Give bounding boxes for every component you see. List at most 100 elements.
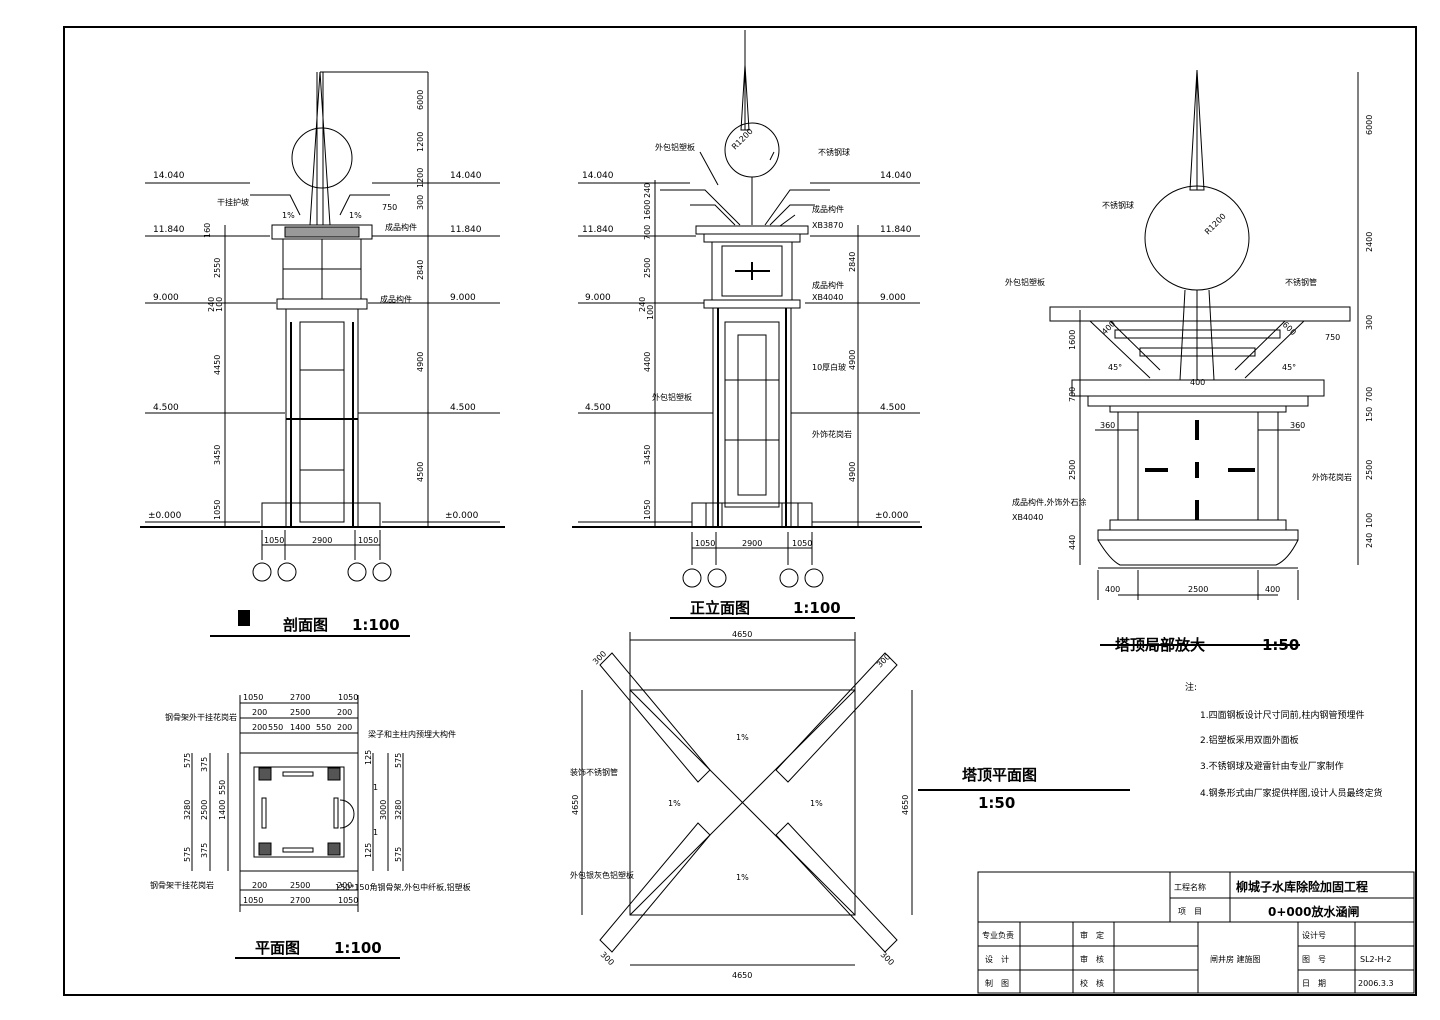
dim: 1050 xyxy=(338,896,358,905)
label: 干挂护坡 xyxy=(217,197,249,207)
tb-row: 审 核 xyxy=(1080,954,1104,964)
label: XB4040 xyxy=(1012,513,1043,522)
dim: 575 xyxy=(183,753,192,768)
roof-title: 塔顶平面图 xyxy=(962,766,1037,784)
dim: 300 xyxy=(599,950,616,967)
dim: 1050 xyxy=(264,536,284,545)
dim: 100 xyxy=(215,297,224,312)
label: 400 xyxy=(1190,378,1205,387)
dim: 2400 xyxy=(1365,232,1374,252)
tb-row: 校 核 xyxy=(1080,978,1104,988)
front-title: 正立面图 xyxy=(690,599,750,617)
label: 梁子和主柱内预埋大构件 xyxy=(368,729,456,739)
dim: 100 xyxy=(1365,513,1374,528)
dim: 3450 xyxy=(213,445,222,465)
slope: 1% xyxy=(736,733,749,742)
dim: 2500 xyxy=(200,800,209,820)
elev-4500: 4.500 xyxy=(153,403,179,413)
dim: 2840 xyxy=(848,252,857,272)
dim: 700 xyxy=(1365,387,1374,402)
note-4: 4.钢条形式由厂家提供样图,设计人员最终定货 xyxy=(1200,787,1382,799)
elev-14040-r: 14.040 xyxy=(450,171,482,181)
dim: 125 xyxy=(364,843,373,858)
dim: 575 xyxy=(394,753,403,768)
dim: 100 xyxy=(646,305,655,320)
elev-11840: 11.840 xyxy=(153,225,185,235)
dim: 575 xyxy=(183,847,192,862)
dim: 3000 xyxy=(379,800,388,820)
dim: 1050 xyxy=(338,693,358,702)
dim: 4900 xyxy=(848,462,857,482)
label: 360 xyxy=(1290,421,1305,430)
dim: 3280 xyxy=(183,800,192,820)
dim: 3450 xyxy=(643,445,652,465)
label: 外包铝塑板 xyxy=(652,392,692,402)
elev-9000: 9.000 xyxy=(153,293,179,303)
sheet-border xyxy=(63,26,1417,996)
dim: 200 xyxy=(337,723,352,732)
label: 750 xyxy=(382,203,397,212)
tb-row: 设 计 xyxy=(985,954,1009,964)
dim: 4650 xyxy=(732,630,752,639)
label: 400 xyxy=(1105,585,1120,594)
dim: 375 xyxy=(200,757,209,772)
tb-design-no-label: 设计号 xyxy=(1302,930,1326,940)
dim: 1050 xyxy=(695,539,715,548)
label: 成品构件 xyxy=(812,280,844,290)
elev-14040: 14.040 xyxy=(153,171,185,181)
dim: 240 xyxy=(638,297,647,312)
label: 2500 xyxy=(1188,585,1208,594)
dim: 2900 xyxy=(742,539,762,548)
plan-title: 平面图 xyxy=(255,939,300,957)
dim: 2700 xyxy=(290,693,310,702)
tb-item-label: 项 目 xyxy=(1178,907,1202,916)
elev: ±0.000 xyxy=(875,511,909,521)
elev: 9.000 xyxy=(880,293,906,303)
dim: 4400 xyxy=(643,352,652,372)
roof-scale: 1:50 xyxy=(978,794,1015,812)
dim: 240 xyxy=(1365,533,1374,548)
detail-title: 塔顶局部放大 xyxy=(1115,636,1205,654)
tb-row: 制 图 xyxy=(985,978,1009,988)
dim: 700 xyxy=(643,225,652,240)
dim: 200 xyxy=(252,881,267,890)
dim: 300 xyxy=(591,649,608,666)
dim: 3280 xyxy=(394,800,403,820)
dim: 300 xyxy=(1365,315,1374,330)
label: XB3870 xyxy=(812,221,843,230)
label: 装饰不锈钢管 xyxy=(570,767,618,777)
dim: 2840 xyxy=(416,260,425,280)
label: 成品构件 xyxy=(385,222,417,232)
label: 1 xyxy=(373,783,378,792)
section-title: 剖面图 xyxy=(283,616,328,634)
dim: 550 xyxy=(316,723,331,732)
dim: 4500 xyxy=(416,462,425,482)
tb-date: 2006.3.3 xyxy=(1358,979,1394,988)
elev: 9.000 xyxy=(585,293,611,303)
label: 1 xyxy=(373,828,378,837)
dim: 4650 xyxy=(571,795,580,815)
label: 成品构件 xyxy=(380,294,412,304)
elev-0000: ±0.000 xyxy=(148,511,182,521)
elev-4500-r: 4.500 xyxy=(450,403,476,413)
detail-view xyxy=(1049,69,1359,646)
label: 外包银灰色铝塑板 xyxy=(570,870,634,880)
notes-title: 注: xyxy=(1185,681,1197,693)
elev-9000-r: 9.000 xyxy=(450,293,476,303)
label: 不锈钢球 xyxy=(1102,200,1134,210)
note-2: 2.铝塑板采用双面外面板 xyxy=(1200,734,1299,746)
dim: 2500 xyxy=(1365,460,1374,480)
tb-drawing-no: SL2-H-2 xyxy=(1360,955,1392,964)
dim: 6000 xyxy=(416,90,425,110)
label: 外包铝塑板 xyxy=(1005,277,1045,287)
dim: 700 xyxy=(1068,387,1077,402)
dim: 200 xyxy=(337,708,352,717)
tb-row: 专业负责 xyxy=(982,930,1014,940)
elev: 11.840 xyxy=(880,225,912,235)
elev-0000-r: ±0.000 xyxy=(445,511,479,521)
slope: 1% xyxy=(810,799,823,808)
front-scale: 1:100 xyxy=(793,599,841,617)
dim: 1050 xyxy=(358,536,378,545)
dim: 300 xyxy=(416,195,425,210)
